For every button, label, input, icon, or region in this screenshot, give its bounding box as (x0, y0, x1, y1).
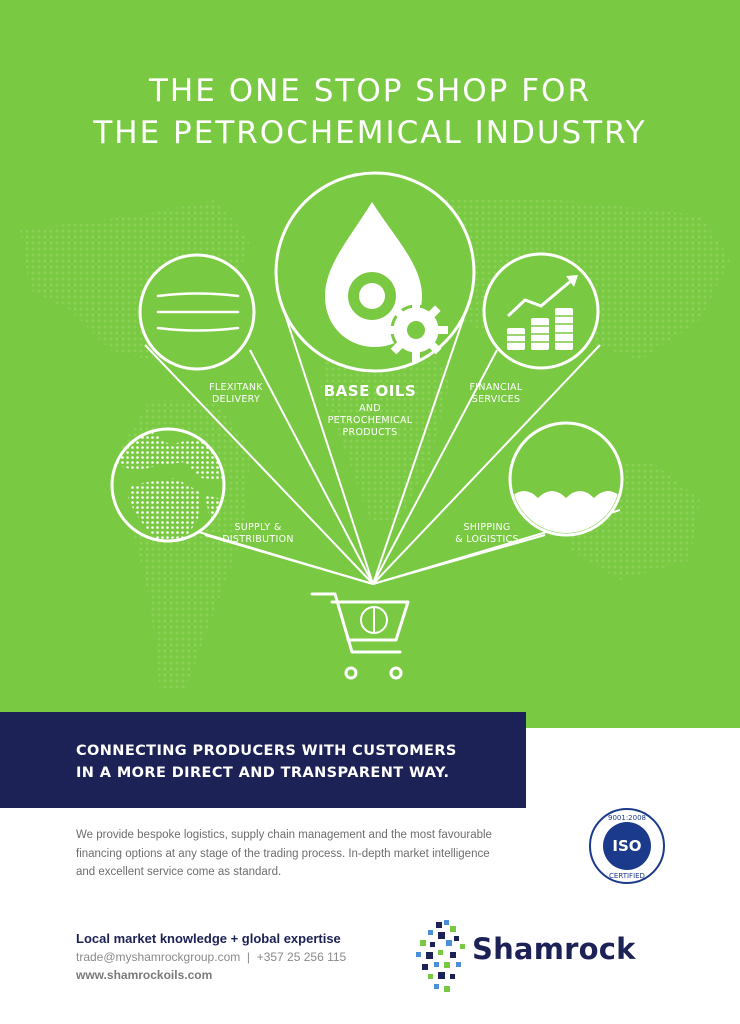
headline: THE ONE STOP SHOP FOR THE PETROCHEMICAL … (0, 70, 740, 154)
brand-name: Shamrock (472, 932, 636, 966)
base-oils-label: BASE OILS AND PETROCHEMICAL PRODUCTS (323, 382, 417, 438)
financial-circle (482, 252, 600, 370)
coins-growth-icon (506, 275, 578, 350)
oil-drop-gears-icon (325, 202, 448, 362)
shamrock-logo: Shamrock (414, 918, 674, 998)
financial-label: FINANCIAL SERVICES (469, 382, 523, 405)
iso-certified-badge: 9001:2008 ISO CERTIFIED (589, 808, 665, 884)
flexitank-label: FLEXITANK DELIVERY (209, 382, 263, 405)
iso-certified-text: CERTIFIED (609, 872, 645, 880)
hero-artwork (20, 171, 730, 690)
shipping-label: SHIPPING & LOGISTICS (455, 522, 519, 545)
website-link[interactable]: www.shamrockoils.com (76, 968, 213, 982)
iso-standard-text: 9001:2008 (608, 814, 646, 822)
contact-line[interactable]: trade@myshamrockgroup.com | +357 25 256 … (76, 950, 347, 964)
tank-lines-icon (156, 292, 240, 332)
shopping-cart-icon (310, 592, 410, 680)
footer-tagline: Local market knowledge + global expertis… (76, 931, 341, 946)
description-paragraph: We provide bespoke logistics, supply cha… (76, 829, 492, 878)
hero-section: THE ONE STOP SHOP FOR THE PETROCHEMICAL … (0, 0, 740, 728)
banner-text: CONNECTING PRODUCERS WITH CUSTOMERS IN A… (76, 743, 457, 781)
globe-icon (112, 430, 224, 541)
footer-contact-block: Local market knowledge + global expertis… (76, 930, 346, 984)
headline-line-1: THE ONE STOP SHOP FOR (149, 73, 591, 109)
iso-text: ISO (612, 837, 641, 855)
tagline-banner: CONNECTING PRODUCERS WITH CUSTOMERS IN A… (0, 712, 526, 808)
supply-label: SUPPLY & DISTRIBUTION (222, 522, 294, 545)
headline-line-2: THE PETROCHEMICAL INDUSTRY (93, 115, 647, 151)
logo-mark-icon (416, 920, 465, 992)
